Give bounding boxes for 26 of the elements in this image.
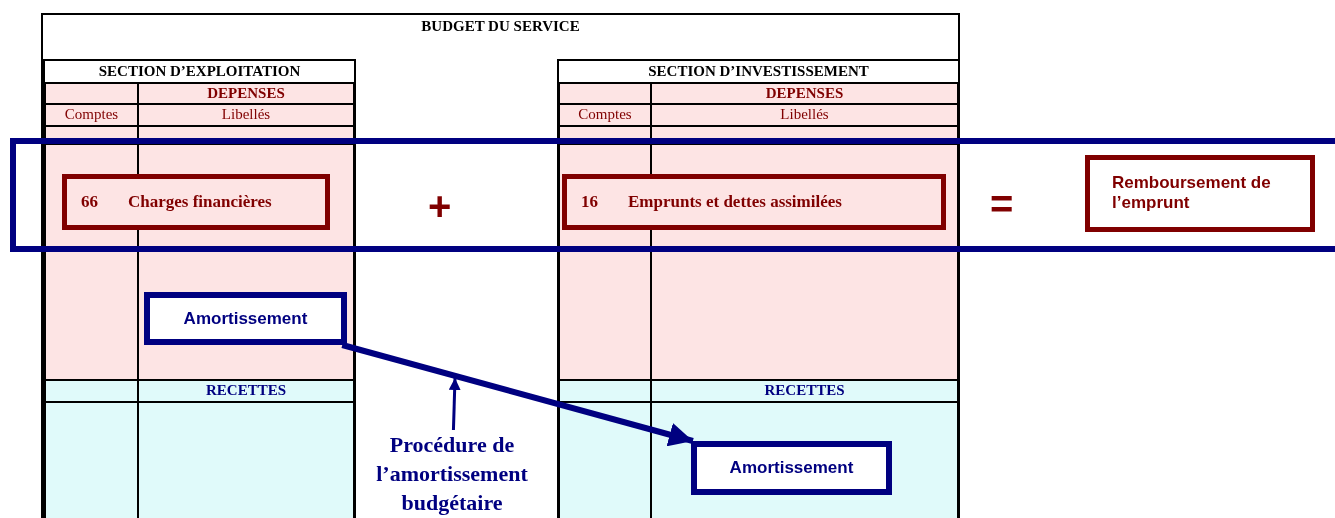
- column-header: Comptes: [559, 104, 651, 126]
- column-header: DEPENSES: [651, 83, 958, 104]
- procedure-note: Procédure de l’amortissement budgétaire: [359, 430, 545, 518]
- column-header: Comptes: [45, 104, 138, 126]
- operator-sign: +: [428, 186, 452, 226]
- account-label: Charges financières: [128, 192, 272, 212]
- column-header: RECETTES: [138, 380, 354, 402]
- account-box: [562, 174, 946, 230]
- account-number: 16: [581, 192, 598, 212]
- leader-arrow: [448, 377, 461, 431]
- column-header: DEPENSES: [138, 83, 354, 104]
- column-header: RECETTES: [651, 380, 958, 402]
- arrow: [341, 342, 694, 447]
- operator-sign: =: [990, 184, 1014, 224]
- depreciation-box: Amortissement: [691, 441, 892, 495]
- result-box: Remboursement de l’emprunt: [1085, 155, 1315, 232]
- account-box: [62, 174, 330, 230]
- account-label: Emprunts et dettes assimilées: [628, 192, 842, 212]
- section-panel: [557, 59, 960, 518]
- table-title: BUDGET DU SERVICE: [420, 17, 581, 36]
- column-header: Libellés: [138, 104, 354, 126]
- budget-table: [41, 13, 960, 518]
- section-panel: [43, 59, 356, 518]
- account-number: 66: [81, 192, 98, 212]
- column-header: Libellés: [651, 104, 958, 126]
- depreciation-box: Amortissement: [144, 292, 347, 345]
